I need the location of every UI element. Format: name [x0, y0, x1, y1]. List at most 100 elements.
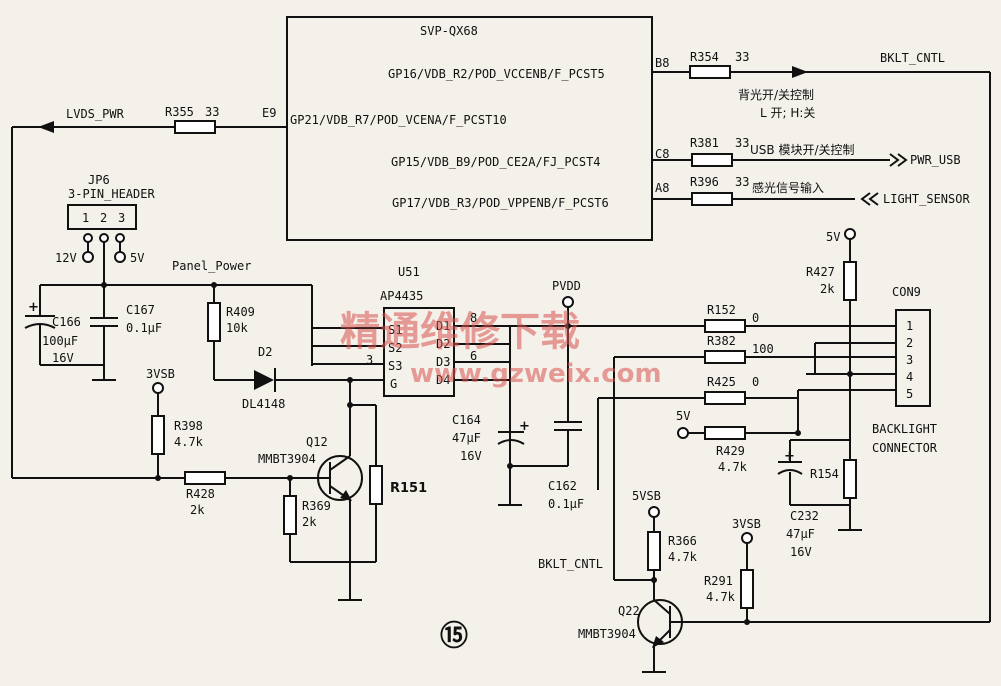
r396-val: 33 — [735, 175, 749, 189]
r427-val: 2k — [820, 282, 835, 296]
u51-pin8: 8 — [470, 311, 477, 325]
transistor-q12 — [317, 455, 363, 501]
c166-volt: 16V — [52, 351, 74, 365]
u51-ref: U51 — [398, 265, 420, 279]
r369-ref: R369 — [302, 499, 331, 513]
r409-ref: R409 — [226, 305, 255, 319]
r398-val: 4.7k — [174, 435, 204, 449]
signal-pvdd: PVDD — [552, 279, 581, 293]
q12-part: MMBT3904 — [258, 452, 316, 466]
note-backlight-lh: L 开; H:关 — [760, 106, 815, 120]
r152-ref: R152 — [707, 303, 736, 317]
resistor-r366 — [647, 531, 661, 571]
q12-ref: Q12 — [306, 435, 328, 449]
chevron-left-icon — [860, 192, 871, 206]
r398-ref: R398 — [174, 419, 203, 433]
ic-u51 — [383, 307, 455, 397]
u51-s2: S2 — [388, 341, 402, 355]
con9-label2: CONNECTOR — [872, 441, 938, 455]
rail-3vsb-b: 3VSB — [732, 517, 761, 531]
connector-con9 — [895, 309, 931, 407]
c232-val: 47μF — [786, 527, 815, 541]
signal-panel-power: Panel_Power — [172, 259, 251, 273]
r429-val: 4.7k — [718, 460, 748, 474]
chevron-right-icon — [889, 153, 900, 167]
svg-text:+: + — [784, 449, 795, 464]
ic-pin-e9-func: GP21/VDB_R7/POD_VCENA/F_PCST10 — [290, 113, 507, 127]
r429-ref: R429 — [716, 444, 745, 458]
u51-d2: D2 — [436, 337, 450, 351]
r396-ref: R396 — [690, 175, 719, 189]
c232-ref: C232 — [790, 509, 819, 523]
header-jp6 — [67, 204, 137, 230]
resistor-r369 — [283, 495, 297, 535]
c167-val: 0.1μF — [126, 321, 162, 335]
r366-val: 4.7k — [668, 550, 698, 564]
ic-pin-a8-func: GP17/VDB_R3/POD_VPPENB/F_PCST6 — [392, 196, 609, 210]
ic-pin-b8-func: GP16/VDB_R2/POD_VCCENB/F_PCST5 — [388, 67, 605, 81]
c162-val: 0.1μF — [548, 497, 584, 511]
signal-light-sensor: LIGHT_SENSOR — [883, 192, 970, 206]
d2-ref: D2 — [258, 345, 272, 359]
c164-ref: C164 — [452, 413, 481, 427]
c164-volt: 16V — [460, 449, 482, 463]
resistor-r381 — [691, 153, 733, 167]
con9-pin4: 4 — [906, 370, 913, 384]
jp6-5v: 5V — [130, 251, 144, 265]
r409-val: 10k — [226, 321, 248, 335]
signal-bklt-cntl-2: BKLT_CNTL — [538, 557, 603, 571]
con9-ref: CON9 — [892, 285, 921, 299]
u51-part: AP4435 — [380, 289, 423, 303]
resistor-r354 — [689, 65, 731, 79]
c164-val: 47μF — [452, 431, 481, 445]
ic-pin-c8-num: C8 — [655, 147, 669, 161]
ic-pin-a8-num: A8 — [655, 181, 669, 195]
arrow-right-icon — [792, 66, 808, 78]
resistor-r151 — [369, 465, 383, 505]
r428-val: 2k — [190, 503, 205, 517]
r425-val: 0 — [752, 375, 759, 389]
ic-pin-b8-num: B8 — [655, 56, 669, 70]
q22-ref: Q22 — [618, 604, 640, 618]
jp6-pin3: 3 — [118, 211, 125, 225]
resistor-r398 — [151, 415, 165, 455]
arrow-left-icon — [38, 121, 54, 133]
page-number: ⑮ — [440, 619, 468, 652]
con9-label1: BACKLIGHT — [872, 422, 937, 436]
c166-val: 100μF — [42, 334, 78, 348]
rail-5vsb: 5VSB — [632, 489, 661, 503]
rail-5v-b: 5V — [676, 409, 690, 423]
r354-ref: R354 — [690, 50, 719, 64]
con9-pin3: 3 — [906, 353, 913, 367]
u51-pin6: 6 — [470, 349, 477, 363]
jp6-pin1: 1 — [82, 211, 89, 225]
jp6-name: 3-PIN_HEADER — [68, 187, 155, 201]
u51-pin3: 3 — [366, 353, 373, 367]
r382-val: 100 — [752, 342, 774, 356]
r355-ref: R355 — [165, 105, 194, 119]
r154-ref: R154 — [810, 467, 839, 481]
u51-d4: D4 — [436, 373, 450, 387]
r427-ref: R427 — [806, 265, 835, 279]
c167-ref: C167 — [126, 303, 155, 317]
con9-pin5: 5 — [906, 387, 913, 401]
svg-text:+: + — [519, 419, 530, 434]
ic-pin-e9-num: E9 — [262, 106, 276, 120]
r366-ref: R366 — [668, 534, 697, 548]
note-backlight: 背光开/关控制 — [738, 88, 814, 102]
r381-val: 33 — [735, 136, 749, 150]
r291-ref: R291 — [704, 574, 733, 588]
r355-val: 33 — [205, 105, 219, 119]
q22-part: MMBT3904 — [578, 627, 636, 641]
c232-volt: 16V — [790, 545, 812, 559]
resistor-r428 — [184, 471, 226, 485]
c162-ref: C162 — [548, 479, 577, 493]
resistor-r429 — [704, 426, 746, 440]
r425-ref: R425 — [707, 375, 736, 389]
con9-pin2: 2 — [906, 336, 913, 350]
resistor-r291 — [740, 569, 754, 609]
r428-ref: R428 — [186, 487, 215, 501]
u51-d3: D3 — [436, 355, 450, 369]
rail-3vsb-a: 3VSB — [146, 367, 175, 381]
